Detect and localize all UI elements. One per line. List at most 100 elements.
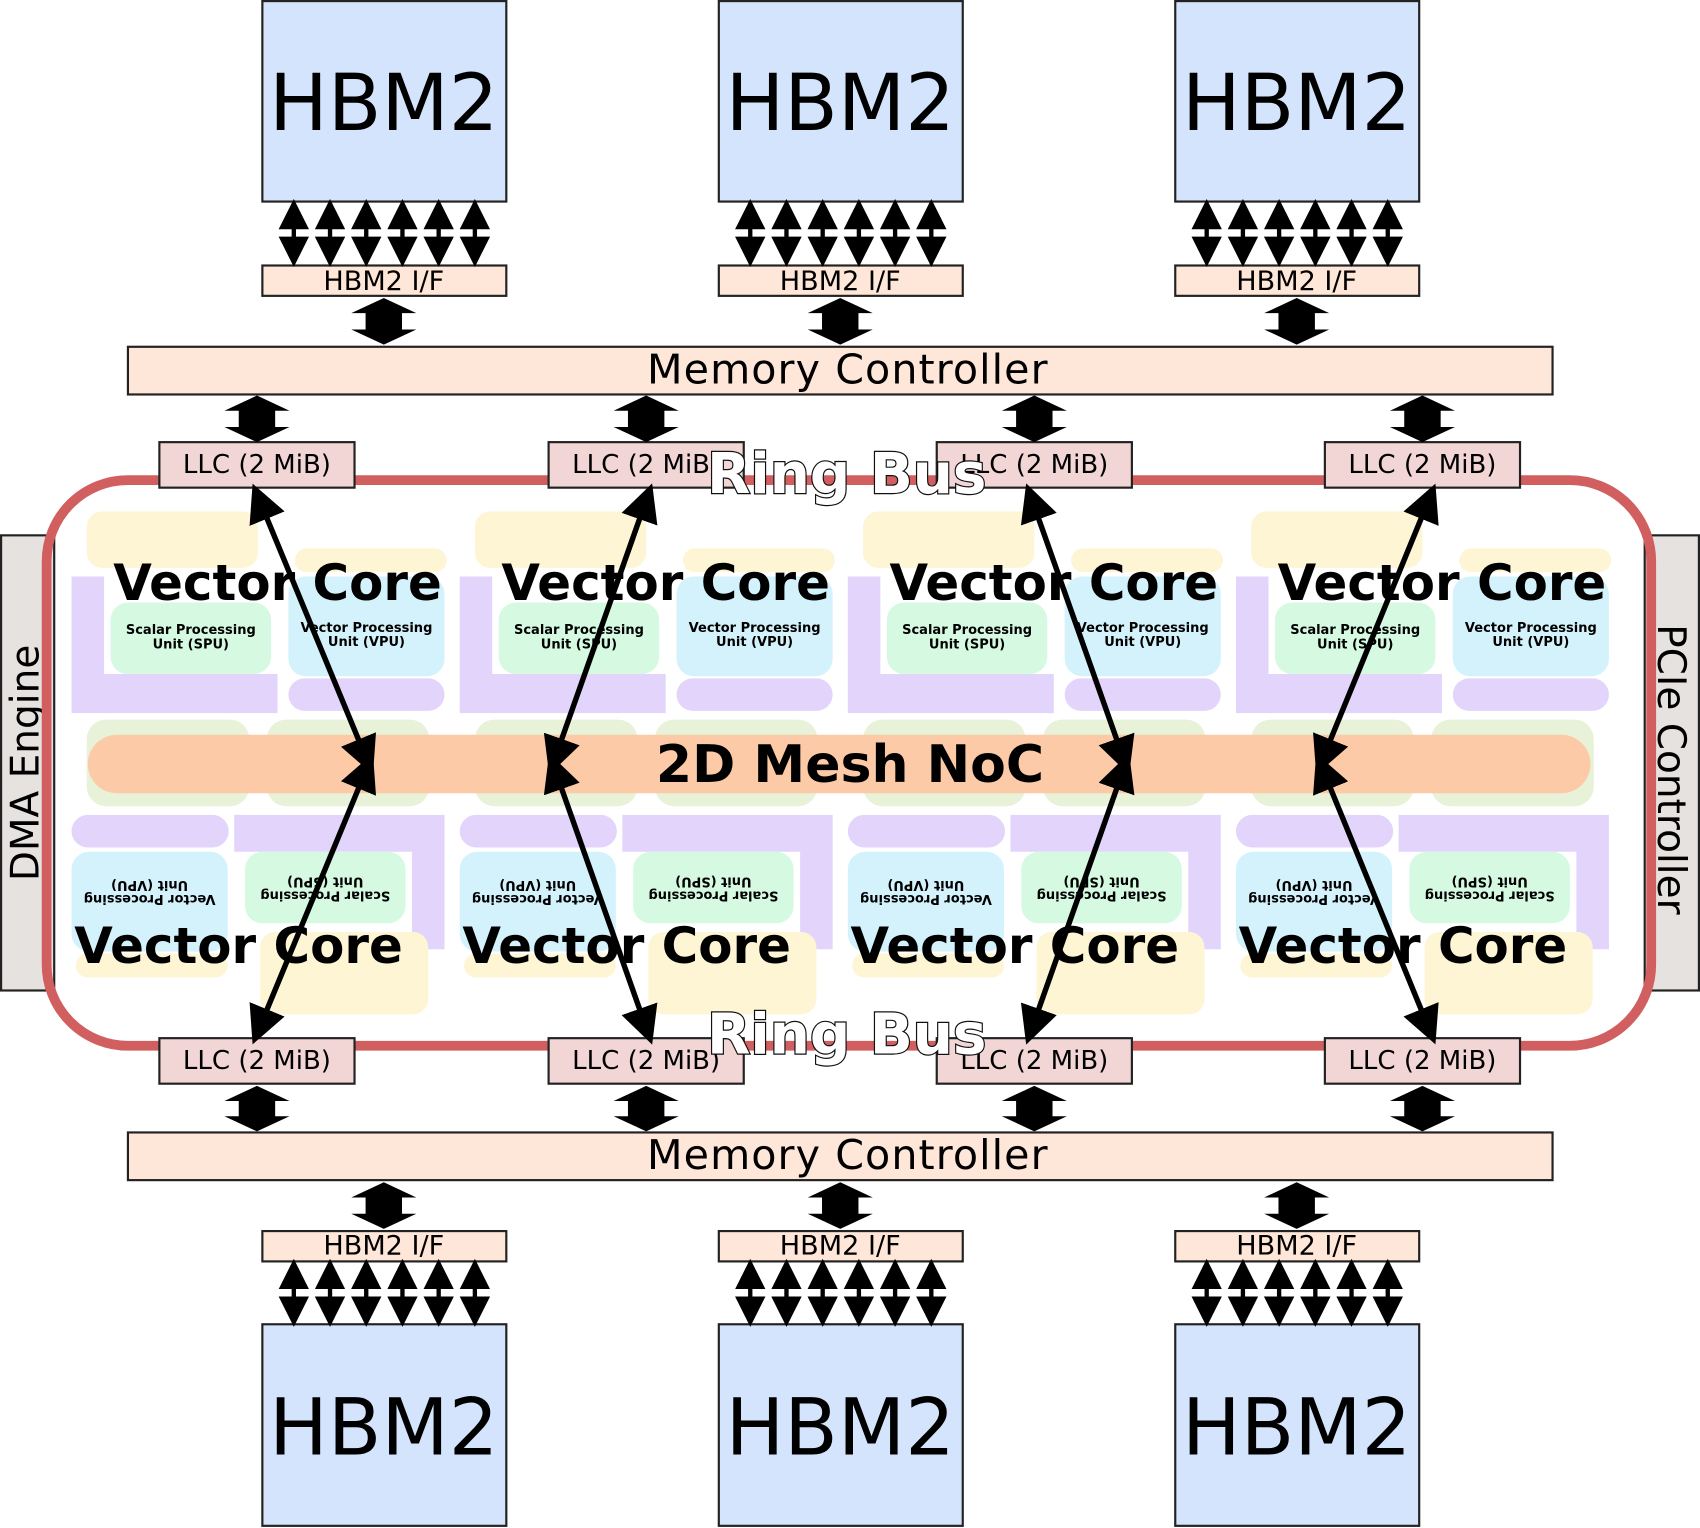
if-mc-arrow-top [351, 298, 417, 345]
llc-box-top-4 [1323, 441, 1522, 489]
llc-noc-arrow-bottom-3 [1020, 753, 1135, 1045]
hbm-stack-bottom-2 [717, 1323, 964, 1527]
spu-label-line1: Scalar Processing [1037, 888, 1167, 903]
hbm-stack-top-3 [1174, 0, 1421, 203]
llc-label-top-1: LLC (2 MiB) [183, 450, 331, 480]
llc-label-bottom-4: LLC (2 MiB) [1348, 1046, 1496, 1076]
llc-box-top-2 [547, 441, 745, 489]
memory-controller-bottom [126, 1131, 1554, 1182]
hbm-if-top-3 [1174, 264, 1421, 297]
llc-noc-arrow-bottom-1 [249, 753, 377, 1045]
llc-label-bottom-2: LLC (2 MiB) [572, 1046, 720, 1076]
spu-label-line1: Scalar Processing [126, 623, 256, 638]
core-purple-bar [847, 814, 1006, 848]
vpu-label-line1: Vector Processing [1465, 621, 1597, 636]
ring-bus [41, 475, 1657, 1051]
vpu-label-line2: Unit (VPU) [111, 877, 188, 892]
vector-core-title: Vector Core [1278, 554, 1607, 612]
vpu-label-line2: Unit (VPU) [1492, 635, 1569, 650]
hbm-label-bottom-2: HBM2 [726, 1383, 955, 1473]
vpu-label-line1: Vector Processing [1077, 621, 1209, 636]
llc-noc-arrow-top-3 [1020, 483, 1135, 775]
hbm-stack-top-1 [261, 0, 508, 203]
llc-label-top-2: LLC (2 MiB) [572, 450, 720, 480]
spu-label-line2: Unit (SPU) [1063, 874, 1139, 889]
vpu-label-line1: Vector Processing [1248, 891, 1380, 906]
vpu-label-line1: Vector Processing [472, 891, 604, 906]
core-yellow-block [648, 931, 817, 1015]
dma-engine-label: DMA Engine [4, 645, 49, 881]
mc-if-arrow-bottom [807, 1182, 873, 1229]
vpu-label-line1: Vector Processing [84, 891, 216, 906]
ring-bus-label-top: Ring Bus [707, 442, 987, 507]
hbm-if-label-bottom-2: HBM2 I/F [780, 1231, 901, 1262]
core-yellow-bar [683, 548, 835, 573]
llc-box-top-3 [935, 441, 1133, 489]
memory-controller-top [126, 345, 1554, 396]
hbm-stack-top-2 [717, 0, 964, 203]
core-yellow-bar [852, 953, 1004, 978]
mc-if-arrow-bottom [1264, 1182, 1330, 1229]
memory-controller-bottom-label: Memory Controller [647, 1131, 1049, 1179]
core-yellow-block [863, 511, 1035, 568]
hbm-label-bottom-3: HBM2 [1182, 1383, 1411, 1473]
hbm-if-bottom-2 [717, 1229, 964, 1263]
llc-label-top-3: LLC (2 MiB) [960, 450, 1108, 480]
vpu-label-line1: Vector Processing [689, 621, 821, 636]
ring-bus-label-bottom: Ring Bus [707, 1002, 987, 1067]
hbm-if-top-2 [717, 264, 964, 297]
noc-bar [87, 734, 1591, 794]
hbm-stack-bottom-3 [1174, 1323, 1421, 1527]
llc-label-bottom-1: LLC (2 MiB) [183, 1046, 331, 1076]
hbm-if-label-bottom-1: HBM2 I/F [323, 1231, 444, 1262]
llc-noc-arrow-top-1 [249, 483, 377, 775]
spu-box [110, 602, 272, 675]
core-purple-bar [459, 814, 617, 848]
vpu-box [676, 576, 833, 677]
llc-label-top-4: LLC (2 MiB) [1348, 450, 1496, 480]
vpu-label-line1: Vector Processing [860, 891, 992, 906]
spu-label-line2: Unit (SPU) [1317, 637, 1393, 652]
hbm-if-label-top-3: HBM2 I/F [1236, 266, 1357, 297]
vpu-label-line2: Unit (VPU) [887, 877, 964, 892]
hbm-if-label-top-2: HBM2 I/F [780, 266, 901, 297]
llc-mc-arrow-bottom [224, 1085, 290, 1132]
vector-core-title: Vector Core [74, 917, 403, 975]
vpu-label-line2: Unit (VPU) [716, 635, 793, 650]
spu-label-line2: Unit (SPU) [153, 637, 229, 652]
llc-mc-arrow-bottom [1389, 1085, 1455, 1132]
spu-label-line1: Scalar Processing [1425, 888, 1555, 903]
noc-label: 2D Mesh NoC [656, 735, 1044, 795]
vpu-label-line2: Unit (VPU) [1104, 635, 1181, 650]
if-mc-arrow-top [1264, 298, 1330, 345]
hbm-label-top-3: HBM2 [1182, 59, 1411, 149]
memory-controller-top-label: Memory Controller [647, 346, 1049, 394]
hbm-label-top-2: HBM2 [726, 59, 955, 149]
llc-mc-arrow-top [1001, 395, 1067, 443]
core-yellow-bar [75, 953, 228, 978]
spu-label-line1: Scalar Processing [648, 888, 778, 903]
llc-label-bottom-3: LLC (2 MiB) [960, 1046, 1108, 1076]
vector-core-title: Vector Core [113, 554, 442, 612]
core-purple-bar [676, 678, 833, 711]
vpu-box [1452, 576, 1609, 677]
vpu-box [847, 851, 1004, 952]
core-purple-frame [622, 814, 833, 950]
hbm-label-bottom-1: HBM2 [269, 1383, 498, 1473]
core-purple-bar [1064, 678, 1221, 711]
if-mc-arrow-top [807, 298, 873, 345]
core-purple-frame [71, 576, 278, 714]
llc-mc-arrow-top [224, 395, 290, 443]
hbm-label-top-1: HBM2 [269, 59, 498, 149]
core-yellow-bar [1459, 548, 1612, 573]
llc-mc-arrow-bottom [1001, 1085, 1067, 1132]
spu-box [886, 602, 1048, 675]
core-purple-bar [1235, 814, 1394, 848]
spu-box [633, 851, 794, 924]
